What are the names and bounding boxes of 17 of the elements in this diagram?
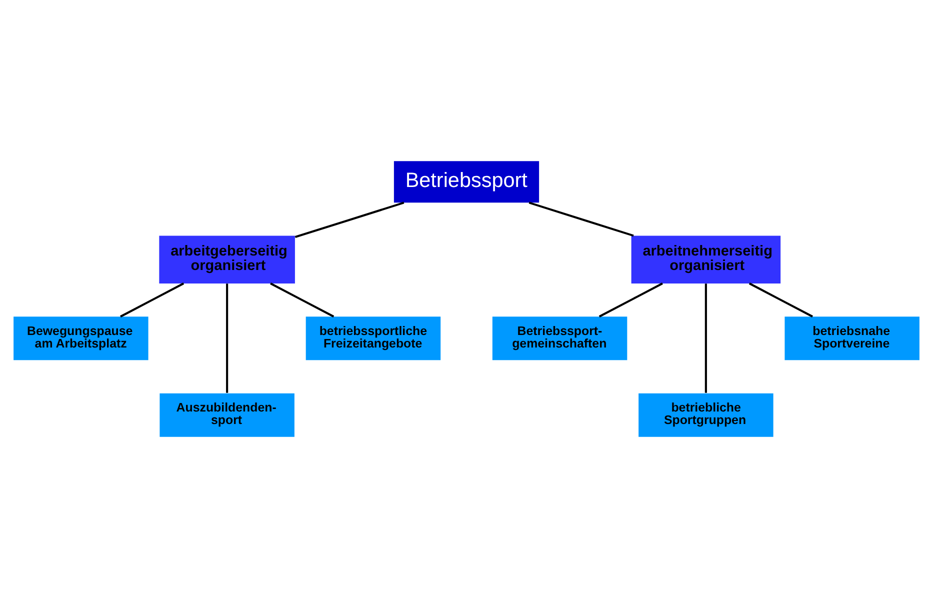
node-box: Auszubildenden- sport (160, 393, 294, 437)
node-box: betriebsnahe Sportvereine (784, 316, 920, 360)
node-box: Betriebssport (394, 161, 540, 203)
node-box: betriebliche Sportgruppen (638, 393, 774, 437)
connector (598, 282, 663, 318)
connector (294, 202, 404, 238)
connector (528, 202, 634, 237)
node-box: arbeitgeberseitig organisiert (159, 236, 295, 284)
connector (704, 284, 707, 393)
connector (226, 284, 228, 393)
connector (748, 282, 813, 318)
node-box: Bewegungspause am Arbeitsplatz (14, 316, 148, 360)
node-box: arbeitnehmerseitig organisiert (631, 236, 781, 284)
connector (120, 282, 184, 318)
connector (270, 282, 334, 318)
node-box: Betriebssport- gemeinschaften (492, 316, 628, 360)
node-box: betriebssportliche Freizeitangebote (306, 316, 441, 360)
